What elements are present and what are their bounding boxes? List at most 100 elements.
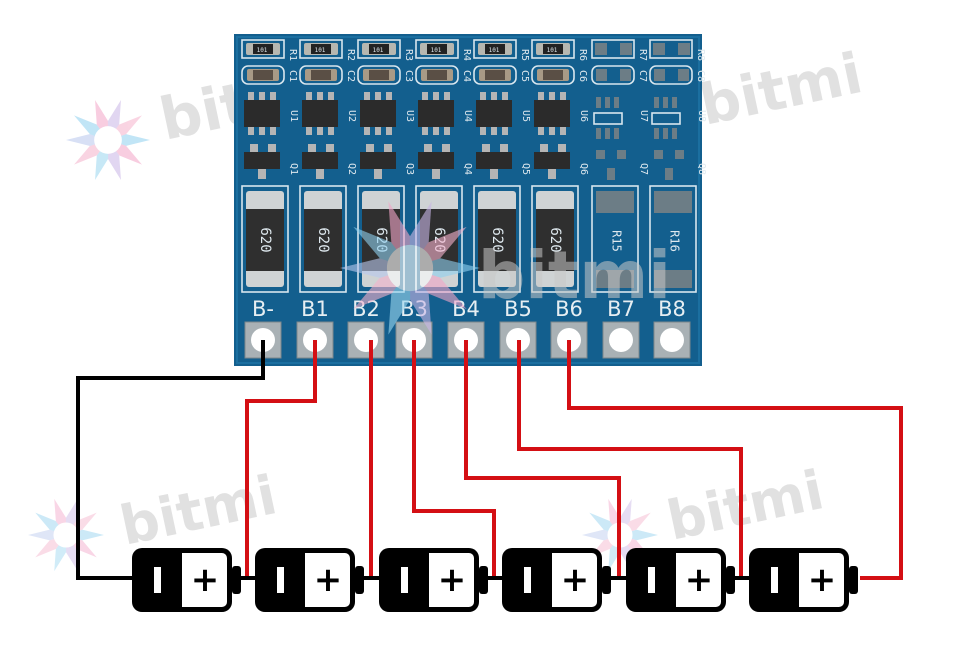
pad — [654, 97, 659, 108]
capacitor-outline — [357, 65, 401, 85]
ic-pin — [317, 127, 323, 135]
power-resistor-body — [478, 209, 516, 271]
pin-label-B8: B8 — [658, 297, 686, 321]
power-resistor-outline — [649, 185, 697, 293]
ic-pin — [502, 92, 508, 100]
plus-icon: + — [808, 560, 837, 600]
battery-cell-1: + — [132, 548, 241, 612]
watermark-logo-ray — [582, 529, 620, 541]
capacitor-body — [311, 70, 331, 80]
pad — [617, 150, 626, 159]
ic-pin — [444, 127, 450, 135]
battery-positive-half-edge — [552, 553, 560, 607]
power-resistor-outline — [473, 185, 521, 293]
ic-pin — [549, 127, 555, 135]
battery-positive-half-edge — [799, 553, 807, 607]
watermark-logo-icon — [340, 201, 480, 335]
resistor-body — [253, 44, 273, 54]
capacitor-body — [253, 70, 273, 80]
battery-positive-half — [676, 553, 721, 607]
watermark-logo-ray — [35, 535, 66, 558]
watermark-logo-ray — [28, 529, 66, 541]
watermark-logo-ray — [65, 535, 78, 572]
power-resistor-body — [246, 209, 284, 271]
ic-pin — [386, 92, 392, 100]
pad — [678, 43, 690, 55]
battery-positive-half — [305, 553, 350, 607]
pad — [654, 128, 659, 139]
watermark-logo-icon — [28, 498, 104, 572]
resistor-outline — [415, 39, 459, 59]
transistor-pin — [308, 144, 316, 152]
pad — [672, 97, 677, 108]
ic-pin — [328, 92, 334, 100]
transistor-tab — [432, 169, 440, 179]
ic-pin — [560, 92, 566, 100]
silk-label-c: C5 — [519, 70, 530, 82]
battery-cell-3: + — [379, 548, 488, 612]
watermark-logo-ray — [54, 498, 67, 535]
transistor-pin — [558, 144, 566, 152]
wire-B5 — [517, 340, 743, 578]
capacitor-outline — [241, 65, 285, 85]
silk-label-u: U6 — [578, 110, 589, 122]
power-resistor-outline — [591, 185, 639, 293]
ic-U1 — [244, 100, 280, 127]
silk-label-r: R3 — [403, 49, 414, 61]
silk-label-q: Q3 — [404, 163, 415, 175]
pad — [663, 128, 668, 139]
capacitor-body — [369, 70, 389, 80]
ic-pin — [433, 92, 439, 100]
pad — [654, 270, 692, 288]
ic-U2 — [302, 100, 338, 127]
pad — [596, 128, 601, 139]
ic-pin — [248, 92, 254, 100]
battery-positive-half — [429, 553, 474, 607]
ic-pin — [364, 92, 370, 100]
battery-terminal — [232, 566, 241, 594]
battery-positive-half-edge — [182, 553, 190, 607]
ic-pin — [433, 127, 439, 135]
silk-label-c: C7 — [637, 70, 648, 82]
silk-label-R15: R15 — [610, 230, 624, 252]
minus-icon — [771, 567, 778, 593]
battery-positive-half — [799, 553, 844, 607]
battery-terminal — [479, 566, 488, 594]
resistor-code: 101 — [257, 47, 268, 54]
capacitor-outline — [415, 65, 459, 85]
transistor-tab — [490, 169, 498, 179]
transistor-pin — [482, 144, 490, 152]
watermark-logo-center — [386, 244, 434, 292]
transistor-pin — [366, 144, 374, 152]
transistor-pin — [384, 144, 392, 152]
watermark-overlay: bitmi — [340, 201, 671, 335]
resistor-code: 101 — [489, 47, 500, 54]
transistor-tab — [316, 169, 324, 179]
silk-label-r: R1 — [287, 49, 298, 61]
resistor-body — [369, 44, 389, 54]
pad — [654, 69, 665, 81]
transistor-Q6 — [534, 152, 570, 169]
pin-hole-B2 — [354, 328, 378, 352]
watermark-logo-icon — [66, 100, 150, 180]
ic-pin — [560, 127, 566, 135]
transistor-pin — [326, 144, 334, 152]
resistor-body — [485, 44, 505, 54]
silk-label-u: U1 — [288, 110, 299, 122]
watermark-text: bitmi — [662, 458, 829, 552]
silk-label-r: R7 — [637, 49, 648, 61]
watermark-logo-ray — [66, 535, 97, 558]
battery-cell-6: + — [749, 548, 858, 612]
power-resistor-outline — [531, 185, 579, 293]
power-resistor-code: 620 — [547, 227, 563, 252]
pad — [620, 69, 631, 81]
battery-terminal — [602, 566, 611, 594]
watermark-logo-ray — [619, 498, 632, 535]
transistor-pin — [500, 144, 508, 152]
silk-label-r: R5 — [519, 49, 530, 61]
wire-B4 — [464, 340, 621, 578]
silk-label-u: U3 — [404, 110, 415, 122]
power-resistor-outline — [299, 185, 347, 293]
silk-label-u: U8 — [696, 110, 707, 122]
